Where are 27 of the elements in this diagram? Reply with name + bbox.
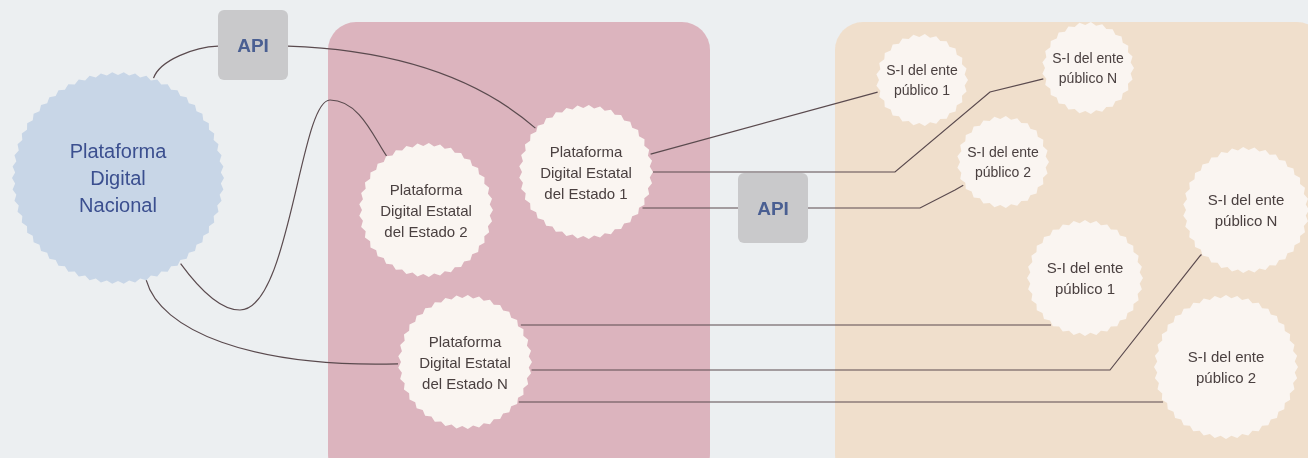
node-label: S-I del ente público 2 [967, 143, 1039, 182]
connector-line [641, 207, 739, 209]
connector-line [520, 324, 1052, 326]
api-box [738, 173, 808, 243]
node-label: Plataforma Digital Estatal del Estado 1 [539, 141, 633, 204]
node-label: Plataforma Digital Estatal del Estado 2 [379, 179, 473, 242]
node-label: API [757, 198, 789, 218]
api-box [218, 10, 288, 80]
connector-line [145, 279, 399, 365]
group-panel [835, 22, 1308, 458]
connector-line [807, 184, 964, 209]
node-label: Plataforma Digital Estatal del Estado N [418, 331, 512, 394]
group-panel [328, 22, 710, 458]
node-label: Plataforma Digital Nacional [68, 138, 168, 218]
connector-line [650, 91, 879, 155]
connector-line [287, 45, 536, 129]
node-label: S-I del ente público 2 [1186, 347, 1266, 388]
node-label: S-I del ente público N [1052, 49, 1124, 88]
connector-line [530, 253, 1203, 371]
node-label: S-I del ente público 1 [886, 61, 958, 100]
connector-line [518, 401, 1164, 403]
node-label: S-I del ente público N [1206, 190, 1286, 231]
node-label: API [237, 35, 269, 55]
connector-line [652, 78, 1044, 173]
connector-line [180, 99, 388, 311]
node-label: S-I del ente público 1 [1045, 258, 1125, 299]
connector-line [152, 45, 219, 79]
